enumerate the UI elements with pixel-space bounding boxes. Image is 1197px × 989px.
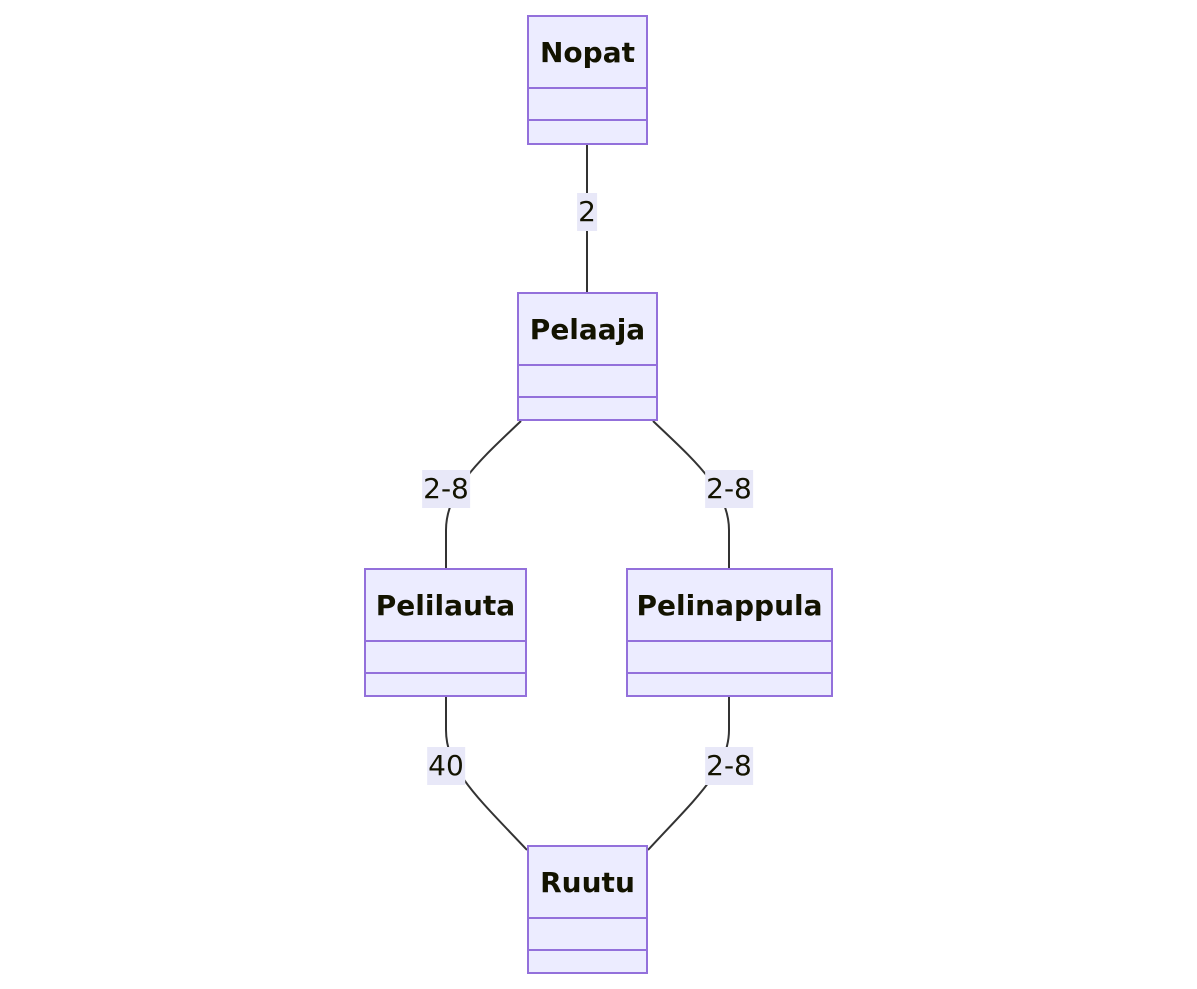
- class-attributes: [628, 642, 831, 674]
- class-name: Pelaaja: [519, 294, 656, 366]
- class-attributes: [366, 642, 525, 674]
- class-methods: [366, 674, 525, 695]
- class-name: Nopat: [529, 17, 646, 89]
- class-pelilauta[interactable]: Pelilauta: [364, 568, 527, 697]
- class-methods: [529, 951, 646, 972]
- edge-label-pelilauta-ruutu: 40: [427, 747, 465, 785]
- edge-label-pelaaja-pelinappula: 2-8: [705, 470, 753, 508]
- class-pelaaja[interactable]: Pelaaja: [517, 292, 658, 421]
- class-methods: [519, 398, 656, 419]
- edge-pelilauta-ruutu: [445, 697, 528, 851]
- class-attributes: [529, 89, 646, 121]
- class-attributes: [519, 366, 656, 398]
- class-attributes: [529, 919, 646, 951]
- edge-label-nopat-pelaaja: 2: [577, 193, 597, 231]
- edge-label-pelaaja-pelilauta: 2-8: [422, 470, 470, 508]
- class-pelinappula[interactable]: Pelinappula: [626, 568, 833, 697]
- class-name: Ruutu: [529, 847, 646, 919]
- class-nopat[interactable]: Nopat: [527, 15, 648, 145]
- edge-label-pelinappula-ruutu: 2-8: [705, 747, 753, 785]
- class-methods: [628, 674, 831, 695]
- class-methods: [529, 121, 646, 142]
- class-name: Pelinappula: [628, 570, 831, 642]
- class-name: Pelilauta: [366, 570, 525, 642]
- class-ruutu[interactable]: Ruutu: [527, 845, 648, 974]
